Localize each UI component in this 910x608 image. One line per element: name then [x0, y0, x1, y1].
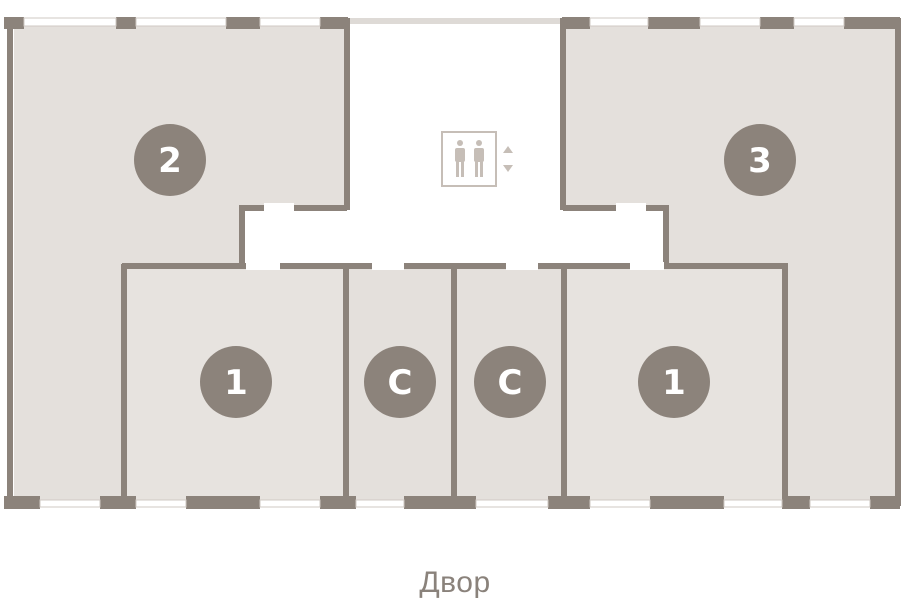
- badge-unit-c-left-label: С: [388, 363, 413, 403]
- badge-unit-1-right[interactable]: 1: [638, 346, 710, 418]
- badge-unit-3-label: 3: [748, 141, 772, 181]
- badge-unit-1-left-label: 1: [224, 363, 248, 403]
- courtyard-label: Двор: [419, 566, 491, 599]
- badge-unit-c-right-label: С: [498, 363, 523, 403]
- unit-3[interactable]: [566, 24, 896, 500]
- unit-2-area: [14, 24, 344, 500]
- windows-top: [4, 17, 900, 29]
- badge-unit-2[interactable]: 2: [134, 124, 206, 196]
- unit-3-area: [566, 24, 896, 500]
- walls: [7, 18, 901, 506]
- badge-unit-2-label: 2: [158, 141, 182, 181]
- elevator-people-icon: [441, 131, 497, 187]
- unit-2[interactable]: [14, 24, 344, 500]
- badge-unit-c-left[interactable]: С: [364, 346, 436, 418]
- elevator-arrows-icon: [503, 146, 513, 172]
- corridor-lower: [245, 211, 663, 263]
- windows-bottom: [4, 496, 900, 509]
- badge-unit-c-right[interactable]: С: [474, 346, 546, 418]
- badge-unit-1-left[interactable]: 1: [200, 346, 272, 418]
- door-openings: [246, 203, 664, 270]
- badge-unit-3[interactable]: 3: [724, 124, 796, 196]
- floor-plan: 2 3 1 С С 1: [4, 17, 901, 509]
- badge-unit-1-right-label: 1: [662, 363, 686, 403]
